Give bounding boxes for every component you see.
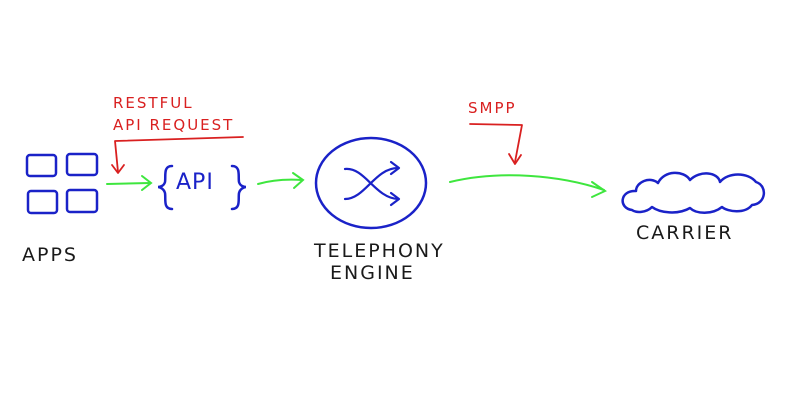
arrow-api-to-engine xyxy=(257,172,305,189)
arrow-engine-to-carrier xyxy=(449,174,608,198)
apps-label: APPS xyxy=(22,244,78,266)
curly-braces-icon xyxy=(157,164,247,211)
cloud-icon xyxy=(621,171,765,214)
restful-pointer-arrow xyxy=(111,136,244,174)
arrow-apps-to-api xyxy=(106,175,153,191)
telephony-engine-label-line2: ENGINE xyxy=(330,262,415,284)
api-label: API xyxy=(176,170,214,195)
smpp-annotation: SMPP xyxy=(468,99,517,117)
api-request-annotation: API REQUEST xyxy=(113,116,235,134)
telephony-engine-node xyxy=(314,136,428,230)
smpp-pointer-arrow xyxy=(469,123,523,165)
telephony-engine-label: TELEPHONY xyxy=(314,240,445,262)
restful-annotation: RESTFUL xyxy=(113,94,194,112)
app-grid-icon xyxy=(25,152,99,215)
carrier-label: CARRIER xyxy=(636,222,734,244)
shuffle-icon xyxy=(343,160,401,207)
